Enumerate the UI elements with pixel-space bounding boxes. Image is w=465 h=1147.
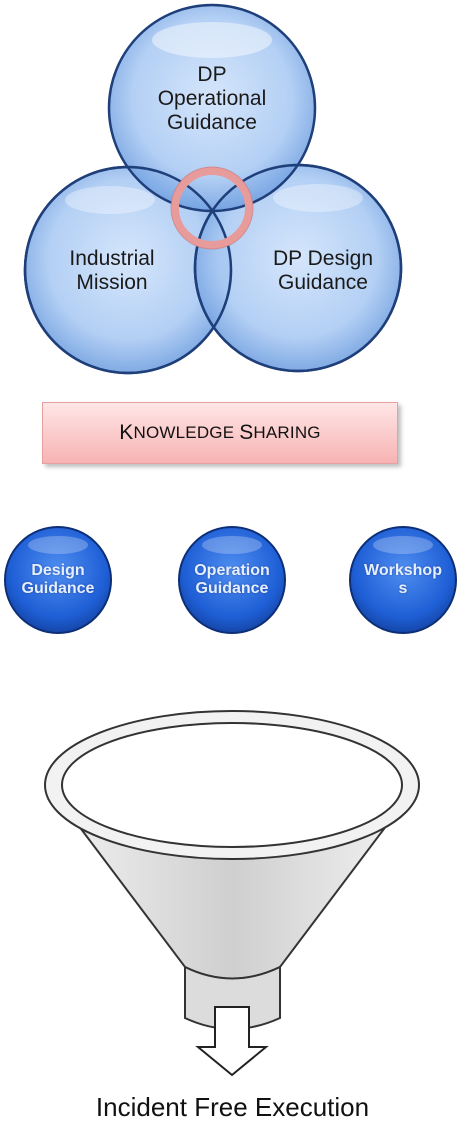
ks-letter-s: S xyxy=(239,421,254,444)
ks-word-haring: HARING xyxy=(253,423,321,442)
venn-sheen-top xyxy=(152,22,272,58)
channel-circle-workshops xyxy=(349,526,457,634)
venn-center-ring xyxy=(171,167,253,249)
venn-sheen-right xyxy=(273,184,363,212)
funnel-icon xyxy=(44,710,420,1030)
down-arrow-icon xyxy=(195,1006,269,1077)
channel-circle-design xyxy=(4,526,112,634)
venn-outlines xyxy=(23,163,403,375)
venn-label-right: DP Design Guidance xyxy=(273,247,373,295)
outcome-label: Incident Free Execution xyxy=(95,1092,370,1122)
channel-label-design: Design Guidance xyxy=(21,562,95,598)
channel-circle-operation xyxy=(178,526,286,634)
venn-label-left: Industrial Mission xyxy=(69,247,155,295)
venn-sheen-left xyxy=(65,186,155,214)
channel-label-operation: Operation Guidance xyxy=(194,562,270,598)
channel-label-workshops: Workshop s xyxy=(364,562,442,598)
ks-letter-k: K xyxy=(119,421,134,444)
ks-word-nowledge: NOWLEDGE xyxy=(133,423,240,442)
venn-label-top: DP Operational Guidance xyxy=(157,63,267,135)
